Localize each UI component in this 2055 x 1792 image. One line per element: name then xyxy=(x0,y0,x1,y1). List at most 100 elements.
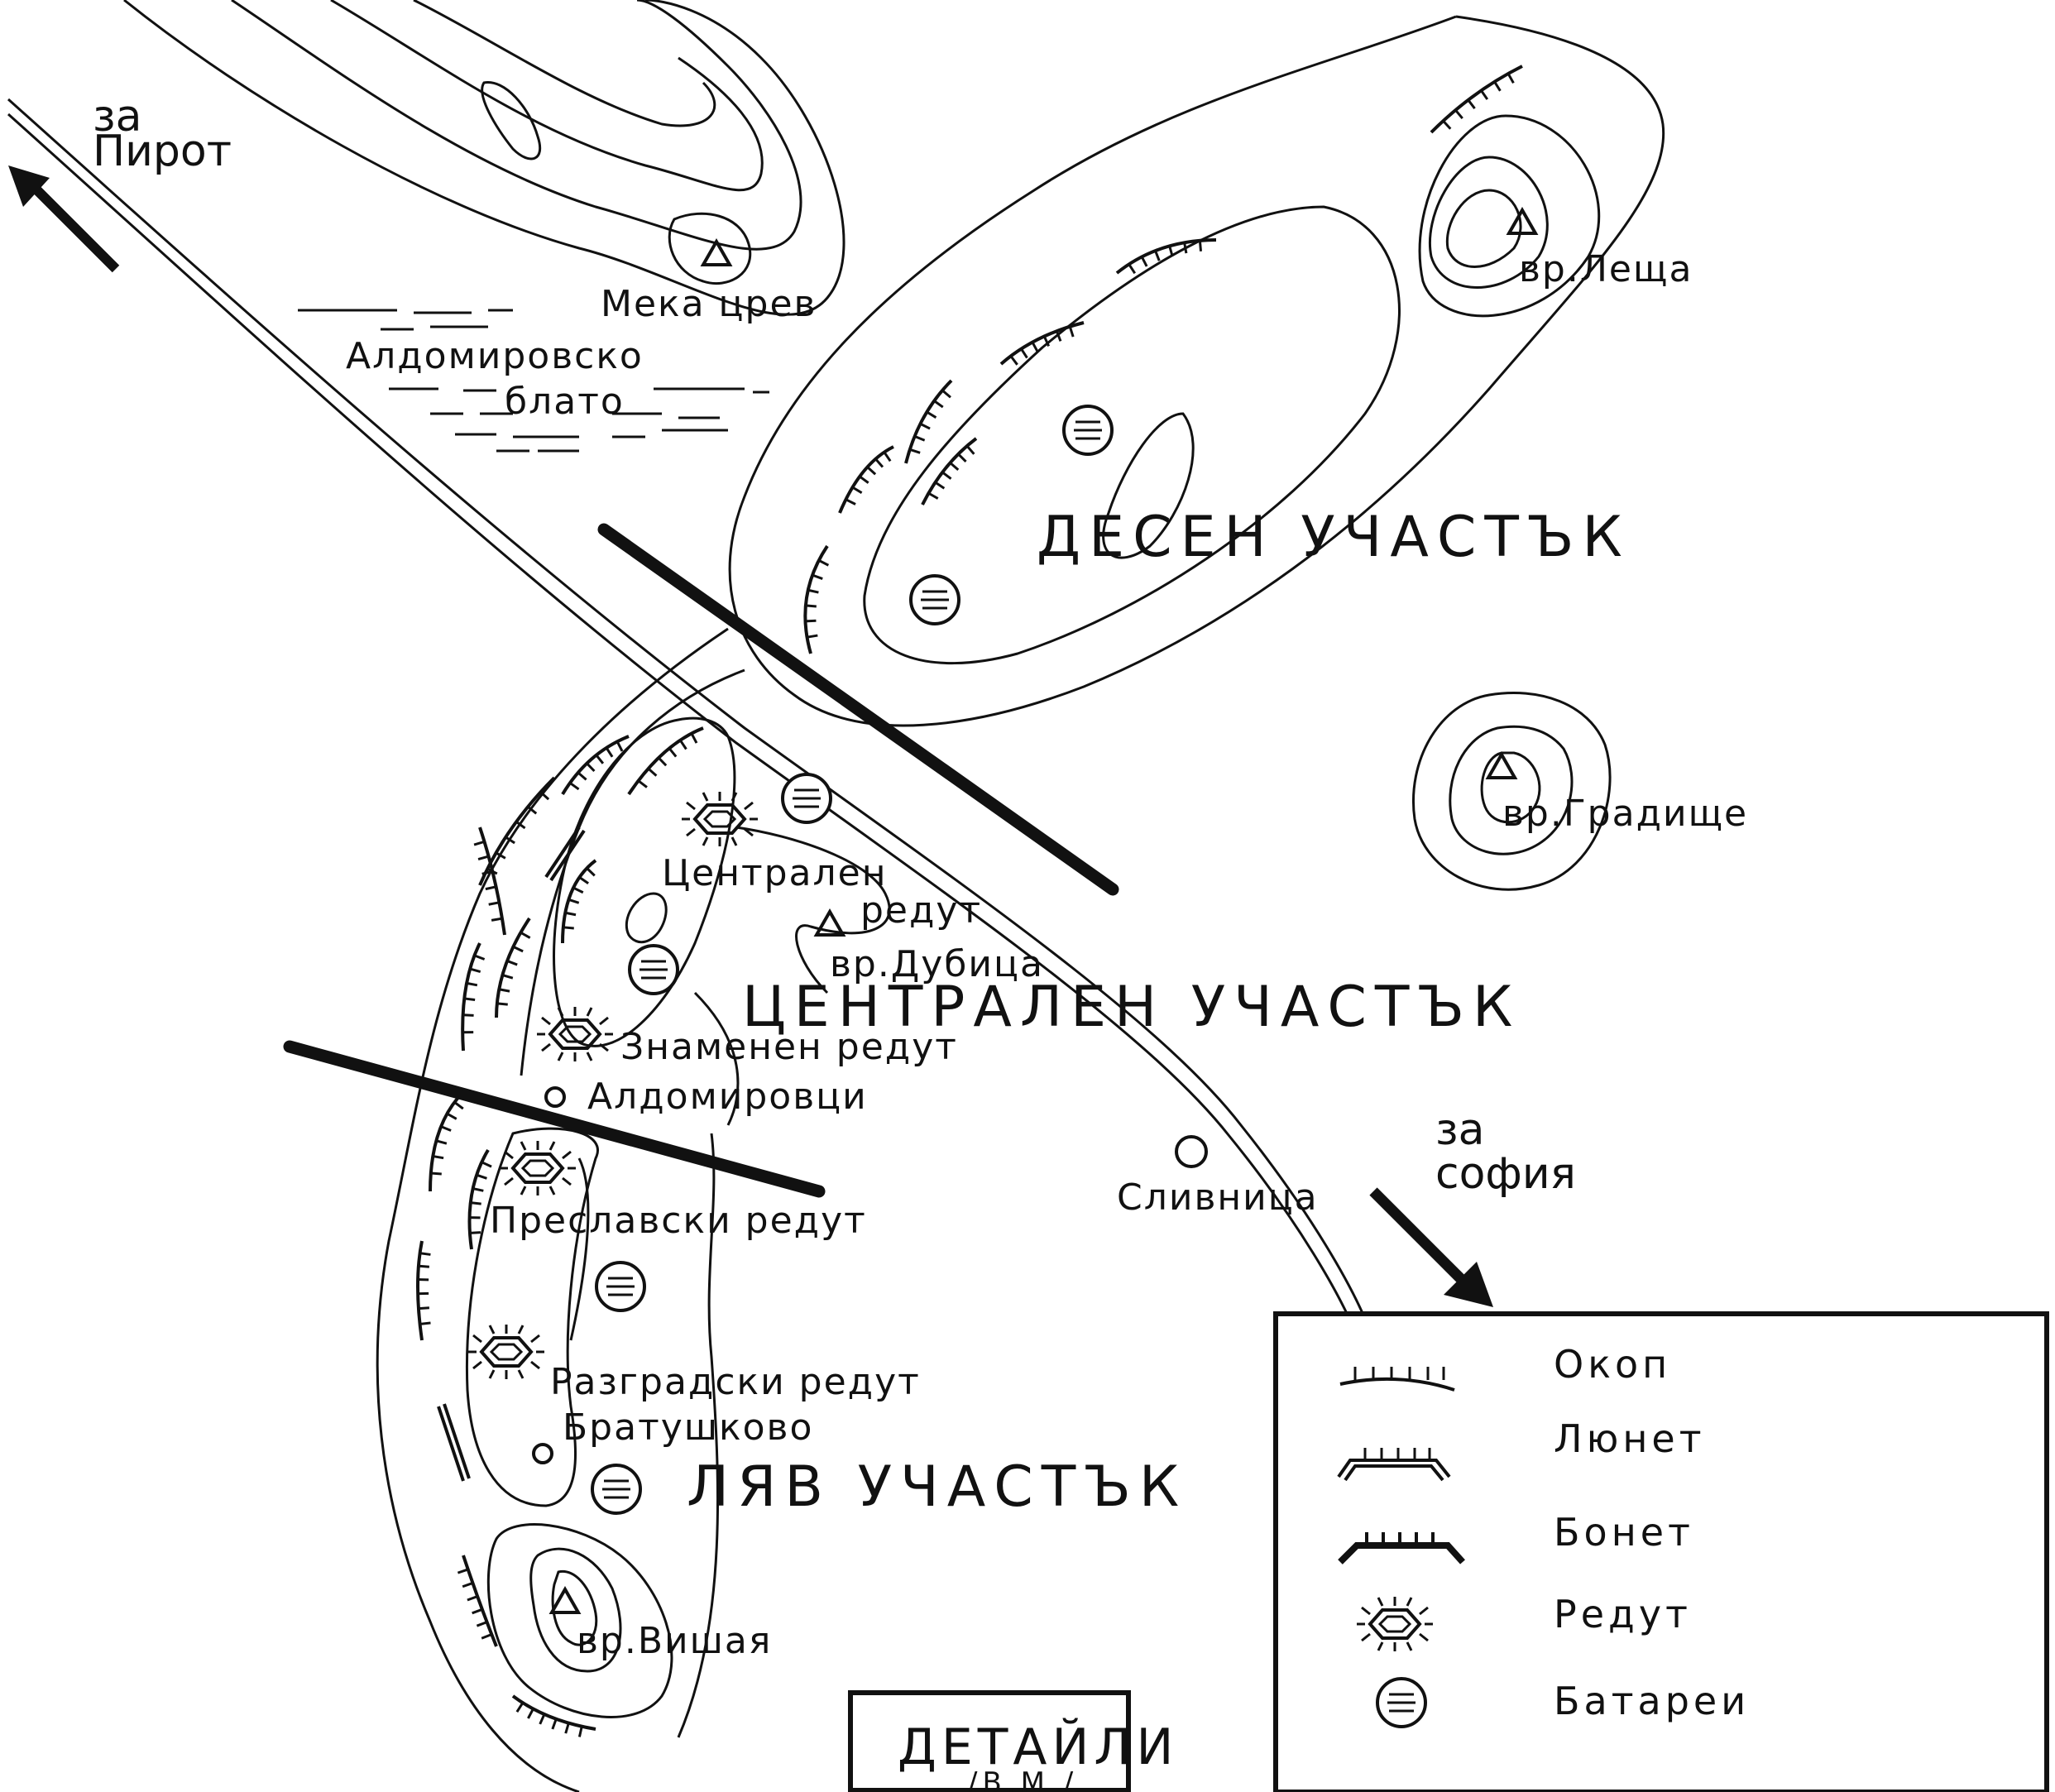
trench-tick xyxy=(435,1139,448,1145)
trench-tick xyxy=(909,448,921,454)
legend: Окоп Люнет Бонет Редут Батареи xyxy=(1273,1311,2049,1792)
contours-gradishte xyxy=(1412,692,1612,891)
battery-icon xyxy=(1376,1677,1427,1728)
trench-line xyxy=(561,859,597,944)
bonnet-icon xyxy=(1338,1532,1465,1564)
trench-tick xyxy=(418,1264,429,1268)
trench-tick xyxy=(805,619,817,623)
trench-tick xyxy=(845,498,856,505)
trench-line xyxy=(921,437,978,505)
trenches xyxy=(416,65,1523,1737)
label-lesha: вр.Леща xyxy=(1519,248,1693,290)
trench-tick xyxy=(470,1201,481,1205)
znamenen-redoubt-symbol xyxy=(535,1005,615,1063)
label-slivnica: Сливница xyxy=(1117,1176,1319,1219)
trench-line xyxy=(495,917,531,1018)
trench-tick xyxy=(1467,98,1476,110)
lunette-icon xyxy=(1337,1448,1451,1482)
trench-tick xyxy=(678,739,687,750)
legend-label-lunette: Люнет xyxy=(1554,1416,1705,1461)
trench-tick xyxy=(1128,263,1137,275)
trench-line xyxy=(416,1240,424,1341)
trench-tick xyxy=(812,573,823,580)
trench-tick xyxy=(506,960,518,966)
trench-tick xyxy=(469,1231,481,1234)
contours-meka-crev xyxy=(123,0,845,316)
trench-tick xyxy=(807,588,819,594)
label-swamp-line2: блато xyxy=(505,381,625,423)
subtitle-text: /В.М./ xyxy=(968,1766,1078,1792)
trench-tick xyxy=(568,898,580,904)
label-pirot-line1: за xyxy=(93,92,142,141)
trench-tick xyxy=(595,754,605,764)
trench-tick xyxy=(927,491,939,500)
trench-tick xyxy=(539,791,550,801)
trench-tick xyxy=(1507,73,1515,84)
trench-line xyxy=(478,827,506,936)
label-central-redoubt-line1: Централен xyxy=(662,852,887,894)
trench-tick xyxy=(433,1155,444,1160)
trench-tick xyxy=(926,410,937,419)
trench-tick xyxy=(527,805,538,815)
trench-line xyxy=(429,1090,465,1192)
trench-tick xyxy=(419,1321,431,1325)
trench-tick xyxy=(949,462,960,472)
label-dubica: вр.Дубица xyxy=(830,943,1044,985)
label-sofia-line1: за xyxy=(1435,1105,1485,1155)
trench-tick xyxy=(563,926,574,930)
battery-right-2 xyxy=(909,574,960,625)
trench-tick xyxy=(578,876,589,885)
trench-tick xyxy=(807,634,818,639)
road-pirot-sofia xyxy=(7,98,1375,1348)
trench-tick xyxy=(874,458,884,468)
legend-label-bonnet: Бонет xyxy=(1554,1510,1694,1555)
title-frame xyxy=(848,1690,1131,1792)
trench-tick xyxy=(481,870,493,875)
title-box: ДЕТАЙЛИ /В.М./ xyxy=(848,1690,1178,1792)
trench-tick xyxy=(466,981,478,987)
trench-tick xyxy=(1168,245,1174,257)
trench-tick xyxy=(957,453,967,463)
trench-tick xyxy=(933,400,944,409)
trench-tick xyxy=(440,1125,452,1132)
trench-line xyxy=(838,445,894,514)
label-bratushkovo: Братушково xyxy=(563,1406,813,1449)
trench-line xyxy=(467,1148,490,1250)
trench-line xyxy=(1430,65,1523,134)
trench-tick xyxy=(501,974,514,980)
trench-tick xyxy=(515,821,526,830)
title-text: ДЕТАЙЛИ xyxy=(898,1717,1178,1776)
trench-tick xyxy=(467,1595,478,1602)
trench-tick xyxy=(1183,242,1188,254)
trench-tick xyxy=(851,486,863,494)
trench-tick xyxy=(476,1621,488,1627)
divider-right-central xyxy=(597,523,1119,896)
trench-tick xyxy=(658,756,668,767)
arrow-to-sofia xyxy=(1369,1187,1493,1307)
trench-tick xyxy=(1493,80,1502,92)
trench-tick xyxy=(1140,256,1148,267)
village-bratushkovo-marker xyxy=(532,1443,553,1464)
trench-icon xyxy=(1339,1367,1455,1392)
trench-tick xyxy=(488,901,500,906)
trench-line xyxy=(462,1555,498,1647)
trench-tick xyxy=(586,762,596,773)
label-znamenen-redoubt: Знаменен редут xyxy=(620,1026,958,1068)
trench-tick xyxy=(818,559,830,567)
trench-tick xyxy=(477,855,490,860)
label-right-sector: ДЕСЕН УЧАСТЪК xyxy=(1037,505,1631,570)
trench-tick xyxy=(859,475,869,484)
trench-tick xyxy=(919,422,931,430)
trench-tick xyxy=(605,747,614,758)
trench-tick xyxy=(476,1173,487,1180)
trench-tick xyxy=(914,434,926,442)
label-razgradski-redoubt: Разградски редут xyxy=(550,1361,921,1403)
trench-tick xyxy=(1020,347,1028,359)
trench-tick xyxy=(1068,326,1075,338)
legend-label-trench: Окоп xyxy=(1554,1342,1671,1387)
legend-label-redoubt: Редут xyxy=(1554,1592,1692,1636)
preslavski-redoubt-symbol xyxy=(498,1139,577,1197)
trench-tick xyxy=(1055,330,1062,342)
trench-tick xyxy=(934,481,946,490)
label-pirot-line2: Пирот xyxy=(93,127,232,176)
